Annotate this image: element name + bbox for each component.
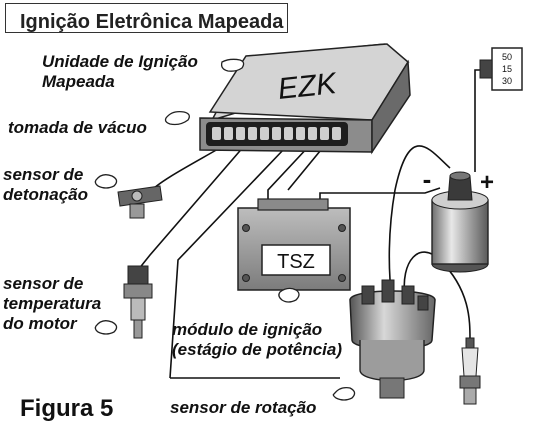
ignition-coil: - + bbox=[423, 164, 494, 273]
label-temp-line3: do motor bbox=[3, 314, 77, 333]
plug-thread bbox=[463, 387, 477, 405]
coil-plus-label: + bbox=[480, 169, 494, 196]
coil-tower-cap bbox=[449, 171, 471, 181]
distributor bbox=[349, 279, 436, 399]
distributor-tower-4 bbox=[417, 295, 429, 311]
temp-sensor-connector bbox=[127, 265, 149, 285]
label-knock-line1: sensor de bbox=[3, 165, 84, 184]
temp-sensor-hex bbox=[123, 283, 153, 299]
distributor-body bbox=[359, 340, 425, 382]
switch-terminal-30: 30 bbox=[502, 76, 512, 86]
module-screw-tr bbox=[338, 224, 346, 232]
ignition-module: TSZ bbox=[237, 198, 351, 291]
module-label: TSZ bbox=[277, 251, 315, 273]
label-ecu-line2: Mapeada bbox=[42, 72, 115, 91]
knock-sensor-bolt bbox=[129, 203, 145, 219]
label-ecu-line1: Unidade de Ignição bbox=[42, 52, 198, 71]
coil-body bbox=[431, 199, 489, 265]
label-module-line1: módulo de ignição bbox=[172, 320, 323, 339]
label-vacuum: tomada de vácuo bbox=[8, 118, 147, 137]
label-knock-line2: detonação bbox=[3, 185, 89, 204]
module-screw-br bbox=[338, 274, 346, 282]
hand-ecu-icon bbox=[220, 58, 245, 72]
module-screw-bl bbox=[242, 274, 250, 282]
switch-terminal-50: 50 bbox=[502, 52, 512, 62]
plug-terminal bbox=[465, 337, 475, 349]
wire-coil-distributor bbox=[388, 145, 451, 301]
ecu-unit: EZK bbox=[199, 43, 411, 155]
figure-label: Figura 5 bbox=[20, 395, 114, 422]
distributor-tower-3 bbox=[401, 285, 415, 305]
spark-plug bbox=[459, 337, 481, 405]
wire-ecu-module-2 bbox=[287, 144, 326, 191]
module-label-plate bbox=[261, 244, 331, 276]
distributor-shaft bbox=[379, 377, 405, 399]
label-module-line2: (estágio de potência) bbox=[172, 340, 343, 359]
distributor-tower-2 bbox=[381, 279, 395, 303]
hand-rotation-icon bbox=[332, 386, 356, 401]
coil-minus-label: - bbox=[423, 164, 432, 194]
plug-hex bbox=[459, 375, 481, 389]
hand-temp-icon bbox=[94, 320, 118, 335]
ecu-side-face bbox=[371, 59, 411, 155]
switch-knob bbox=[479, 59, 493, 79]
temperature-sensor bbox=[123, 265, 153, 339]
wire-rotation-sensor bbox=[169, 147, 286, 379]
knock-sensor-hole bbox=[131, 190, 143, 202]
hand-vacuum-icon bbox=[164, 110, 190, 126]
temp-sensor-thread bbox=[130, 297, 146, 321]
ecu-label: EZK bbox=[276, 67, 339, 106]
label-temp-line1: sensor de bbox=[3, 274, 84, 293]
module-screw-tl bbox=[242, 224, 250, 232]
module-top-edge bbox=[257, 198, 329, 211]
pointer-hands bbox=[94, 58, 356, 401]
wire-coil-switch bbox=[474, 69, 490, 172]
hand-module-icon bbox=[278, 287, 300, 303]
hand-knock-icon bbox=[94, 174, 118, 189]
ignition-switch: 50 15 30 bbox=[479, 47, 523, 91]
ecu-connector-pins bbox=[212, 127, 341, 140]
wire-temp-sensor bbox=[137, 144, 246, 271]
diagram-title: Ignição Eletrônica Mapeada bbox=[20, 11, 284, 33]
knock-sensor bbox=[117, 185, 163, 219]
distributor-tower-1 bbox=[361, 285, 375, 305]
wire-ecu-module bbox=[267, 144, 311, 205]
switch-terminal-15: 15 bbox=[502, 64, 512, 74]
temp-sensor-tip bbox=[133, 319, 143, 339]
title-box: Ignição Eletrônica Mapeada bbox=[5, 3, 288, 33]
label-temp-line2: temperatura bbox=[3, 294, 102, 313]
plug-insulator bbox=[461, 347, 479, 377]
label-rotation: sensor de rotação bbox=[170, 398, 317, 417]
